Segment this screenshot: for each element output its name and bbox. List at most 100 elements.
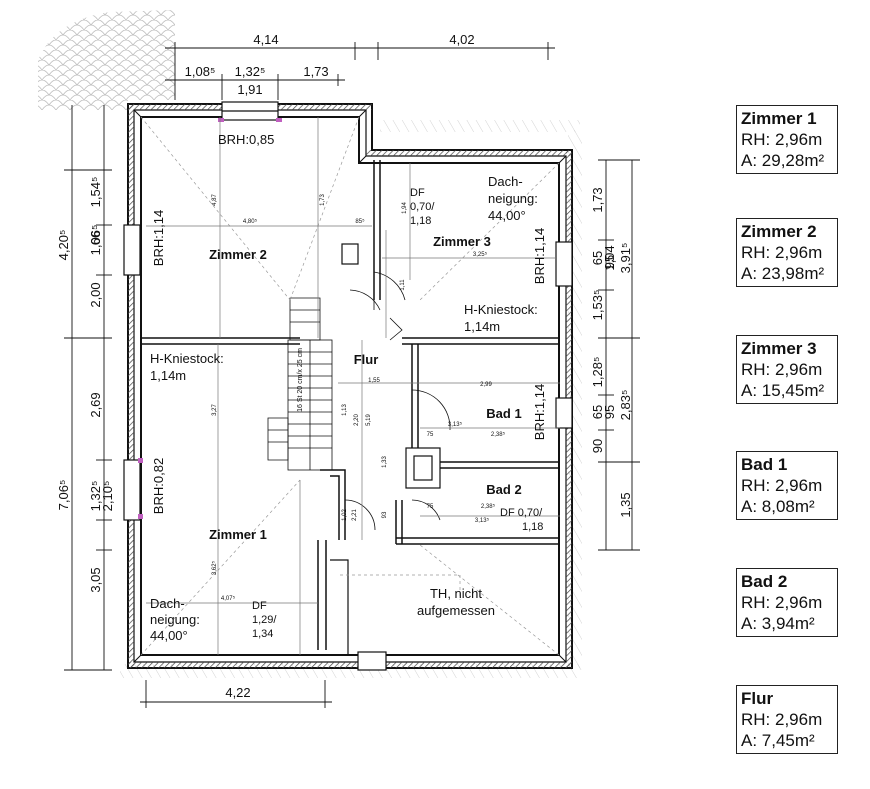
room-card-area: A: 3,94m² xyxy=(741,614,815,633)
room-card-flur: Flur RH: 2,96m A: 7,45m² xyxy=(736,685,838,754)
dim-z3-width: 3,25⁵ xyxy=(473,251,488,258)
kniestock-left-line1: H-Kniestock: xyxy=(150,351,224,366)
dim-left-g: 2,10⁵ xyxy=(100,481,115,512)
room-card-area: A: 29,28m² xyxy=(741,151,825,170)
inner-dim-lines xyxy=(146,117,560,655)
room-card-height: RH: 2,96m xyxy=(741,593,823,612)
dim-bad1-299: 2,99 xyxy=(480,382,492,388)
dim-right-i: 90 xyxy=(590,439,605,453)
df-bottom-line1: DF xyxy=(252,600,267,612)
room-card-name: Flur xyxy=(741,689,774,708)
dim-z2-487: 4,87 xyxy=(212,194,218,206)
dim-z3-194: 1,94 xyxy=(402,202,408,214)
df-top-line3: 1,18 xyxy=(410,215,431,227)
dim-z3-111: 1,11 xyxy=(400,279,406,291)
room-label-bad2: Bad 2 xyxy=(486,482,521,497)
dim-right-j: 1,35 xyxy=(618,492,633,517)
room-card-zimmer1: Zimmer 1 RH: 2,96m A: 29,28m² xyxy=(736,105,838,174)
dim-bad1-313: 3,13⁵ xyxy=(448,421,463,428)
dim-top-total-right: 4,02 xyxy=(449,32,474,47)
dach-right-line3: 44,00° xyxy=(488,208,526,223)
df-bad2-line2: 1,18 xyxy=(522,521,543,533)
room-card-height: RH: 2,96m xyxy=(741,476,823,495)
df-top-line1: DF xyxy=(410,187,425,199)
dim-z1-93: 93 xyxy=(382,511,388,518)
window-markers xyxy=(138,118,282,519)
dim-flur-155: 1,55 xyxy=(368,378,380,384)
room-card-height: RH: 2,96m xyxy=(741,710,823,729)
dim-bad2-238: 2,38⁵ xyxy=(481,503,496,510)
dim-chains xyxy=(64,42,640,708)
room-label-zimmer2: Zimmer 2 xyxy=(209,247,267,262)
stair-label: 16 St 20 cm/x 25 cm xyxy=(297,348,304,412)
staircase xyxy=(267,297,333,471)
room-card-name: Zimmer 2 xyxy=(741,222,817,241)
dim-z1-327: 3,27 xyxy=(212,404,218,416)
dim-bad1-238: 2,38⁵ xyxy=(491,431,506,438)
dim-z1-width: 4,07⁵ xyxy=(221,595,236,602)
dim-right-h: 95 xyxy=(602,405,617,419)
dim-right-e: 1,53⁵ xyxy=(590,290,605,321)
dim-bad2-313: 3,13⁵ xyxy=(475,517,490,524)
dach-right-line2: neigung: xyxy=(488,191,538,206)
dim-flur-519: 5,19 xyxy=(366,414,372,426)
slope-lines xyxy=(140,116,560,656)
dim-left-e: 2,69 xyxy=(88,392,103,417)
brh-right-lower: BRH:1,14 xyxy=(532,384,547,440)
dim-top-total-left: 4,14 xyxy=(253,32,278,47)
room-card-area: A: 8,08m² xyxy=(741,497,815,516)
dim-bad2-75: 75 xyxy=(427,504,434,510)
dim-z1-221: 2,21 xyxy=(352,509,358,521)
room-label-flur: Flur xyxy=(354,352,379,367)
dach-left-line2: neigung: xyxy=(150,612,200,627)
dim-right-outer-bottom: 2,83⁵ xyxy=(618,390,633,421)
kniestock-right-line1: H-Kniestock: xyxy=(464,302,538,317)
room-card-bad1: Bad 1 RH: 2,96m A: 8,08m² xyxy=(736,451,838,520)
dim-z1-362: 3,62⁵ xyxy=(211,560,218,575)
dach-left-line3: 44,00° xyxy=(150,628,188,643)
df-bottom-line3: 1,34 xyxy=(252,628,273,640)
dim-left-h: 3,05 xyxy=(88,567,103,592)
dim-z2-173: 1,73 xyxy=(320,194,326,206)
dim-right-a: 1,73 xyxy=(590,187,605,212)
room-card-height: RH: 2,96m xyxy=(741,243,823,262)
dach-right-line1: Dach- xyxy=(488,174,523,189)
dim-top-seg3: 1,73 xyxy=(303,64,328,79)
dim-left-c: 1,06⁵ xyxy=(88,225,103,256)
dim-right-f: 1,28⁵ xyxy=(590,357,605,388)
room-card-height: RH: 2,96m xyxy=(741,130,823,149)
brh-left-lower: BRH:0,82 xyxy=(151,458,166,514)
dach-left-line1: Dach- xyxy=(150,596,185,611)
df-bad2-line1: DF 0,70/ xyxy=(500,507,543,519)
dim-flur-220: 2,20 xyxy=(354,414,360,426)
dim-z2-85: 85⁵ xyxy=(355,218,365,225)
door-swings xyxy=(344,271,451,531)
room-label-bad1: Bad 1 xyxy=(486,406,521,421)
kniestock-right-line2: 1,14m xyxy=(464,319,500,334)
room-card-name: Zimmer 3 xyxy=(741,339,817,358)
dim-left-b: 66 xyxy=(88,231,103,245)
dim-left-a: 1,54⁵ xyxy=(88,177,103,208)
kniestock-left-line2: 1,14m xyxy=(150,368,186,383)
brh-right-upper: BRH:1,14 xyxy=(532,228,547,284)
roof-tiles xyxy=(38,10,175,110)
room-card-zimmer3: Zimmer 3 RH: 2,96m A: 15,45m² xyxy=(736,335,838,404)
dim-left-d: 2,00 xyxy=(88,282,103,307)
room-card-area: A: 23,98m² xyxy=(741,264,825,283)
room-card-bad2: Bad 2 RH: 2,96m A: 3,94m² xyxy=(736,568,838,637)
dim-z1-102: 1,02 xyxy=(342,509,348,521)
room-card-name: Zimmer 1 xyxy=(741,109,817,128)
shafts xyxy=(341,243,441,489)
dim-right-outer-top: 3,91⁵ xyxy=(618,243,633,274)
dim-top-seg2: 1,32⁵ xyxy=(235,64,266,79)
dim-z2-width: 4,80⁵ xyxy=(243,218,258,225)
dim-bad1-75: 75 xyxy=(427,432,434,438)
dim-top-seg1: 1,08⁵ xyxy=(185,64,216,79)
room-label-zimmer3: Zimmer 3 xyxy=(433,234,491,249)
room-label-zimmer1: Zimmer 1 xyxy=(209,527,267,542)
df-bottom-line2: 1,29/ xyxy=(252,614,277,626)
room-card-area: A: 7,45m² xyxy=(741,731,815,750)
dim-right-b: 65 xyxy=(590,251,605,265)
dim-bottom-total: 4,22 xyxy=(225,685,250,700)
